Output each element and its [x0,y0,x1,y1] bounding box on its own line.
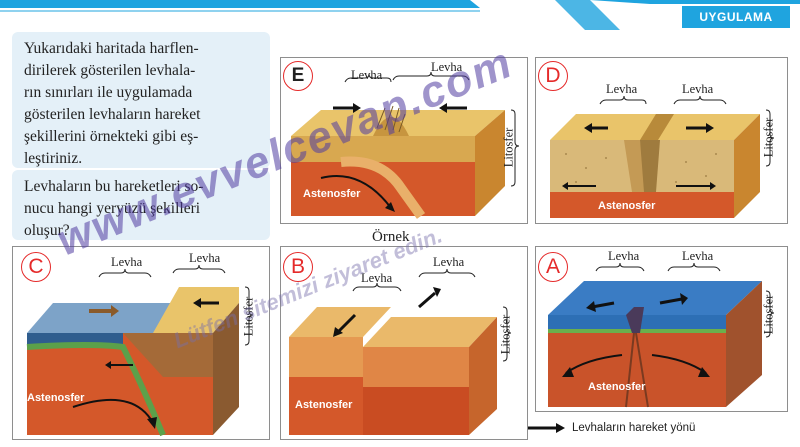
q1-line: Yukarıdaki haritada harflen- [24,40,199,57]
header-band [0,0,800,30]
legend: Levhaların hareket yönü [528,422,695,434]
card-letter-badge: B [283,252,313,282]
q1-line: dirilerek gösterilen levhala- [24,62,196,79]
asthenosphere-label: Astenosfer [588,381,646,393]
q2-line: nucu hangi yeryüzü şekilleri [24,200,201,217]
section-tag-label: UYGULAMA [699,10,773,24]
q2-line: oluşur? [24,222,70,239]
question-box-2: Levhaların bu hareketleri so- nucu hangi… [12,170,270,240]
lithosphere-label: Litosfer [761,117,776,158]
diagram-card-E: E Levha Levha Litosfer Astenosfer [280,57,528,224]
diagram-card-B: B Levha Levha Litosfer Astenosfer [280,246,528,440]
plate-label-right: Levha [433,255,465,269]
q1-line: rın sınırları ile uygulamada [24,84,193,101]
diagram-card-D: D Levha Levha Litosfer Astenosfer [535,57,788,224]
card-letter: C [28,255,44,278]
section-tag: UYGULAMA [682,6,790,28]
card-letter-badge: D [538,61,568,91]
card-letter: B [290,255,305,278]
card-letter: D [545,64,561,87]
legend-label: Levhaların hareket yönü [572,422,696,434]
plate-label-left: Levha [351,68,383,82]
card-letter: A [545,255,560,278]
plate-label-left: Levha [361,271,393,285]
asthenosphere-label: Astenosfer [303,188,361,200]
q1-line: şekillerini örnekteki gibi eş- [24,128,199,145]
lithosphere-label: Litosfer [761,294,776,335]
q1-line: leştiriniz. [24,150,83,167]
card-letter-badge: A [538,252,568,282]
arrow-icon [528,423,565,433]
q1-line: gösterilen levhaların hareket [24,106,201,123]
diagram-A [548,262,775,408]
plate-label-left: Levha [606,82,638,96]
card-letter-badge: E [283,61,313,91]
diagram-card-A: A Levha Levha Litosfer Astenosfer [535,246,788,412]
lithosphere-label: Litosfer [241,296,256,337]
diagram-D [550,95,775,218]
plate-label-right: Levha [682,249,714,263]
diagram-card-C: C Levha Levha Litosfer Astenosfer [12,246,270,440]
plate-label-left: Levha [608,249,640,263]
asthenosphere-label: Astenosfer [598,200,656,212]
plate-label-right: Levha [682,82,714,96]
lithosphere-label: Litosfer [498,314,513,355]
example-label: Örnek [372,229,410,245]
lithosphere-label: Litosfer [501,127,516,168]
plate-label-right: Levha [189,251,221,265]
q2-line: Levhaların bu hareketleri so- [24,178,204,195]
diagram-C [26,264,254,437]
plate-label-right: Levha [431,60,463,74]
card-letter: E [291,65,305,86]
plate-label-left: Levha [111,255,143,269]
diagram-B [289,268,512,435]
card-letter-badge: C [21,252,51,282]
diagram-E [291,71,520,219]
asthenosphere-label: Astenosfer [27,392,85,404]
question-box-1: Yukarıdaki haritada harflen- dirilerek g… [12,32,270,168]
asthenosphere-label: Astenosfer [295,399,353,411]
